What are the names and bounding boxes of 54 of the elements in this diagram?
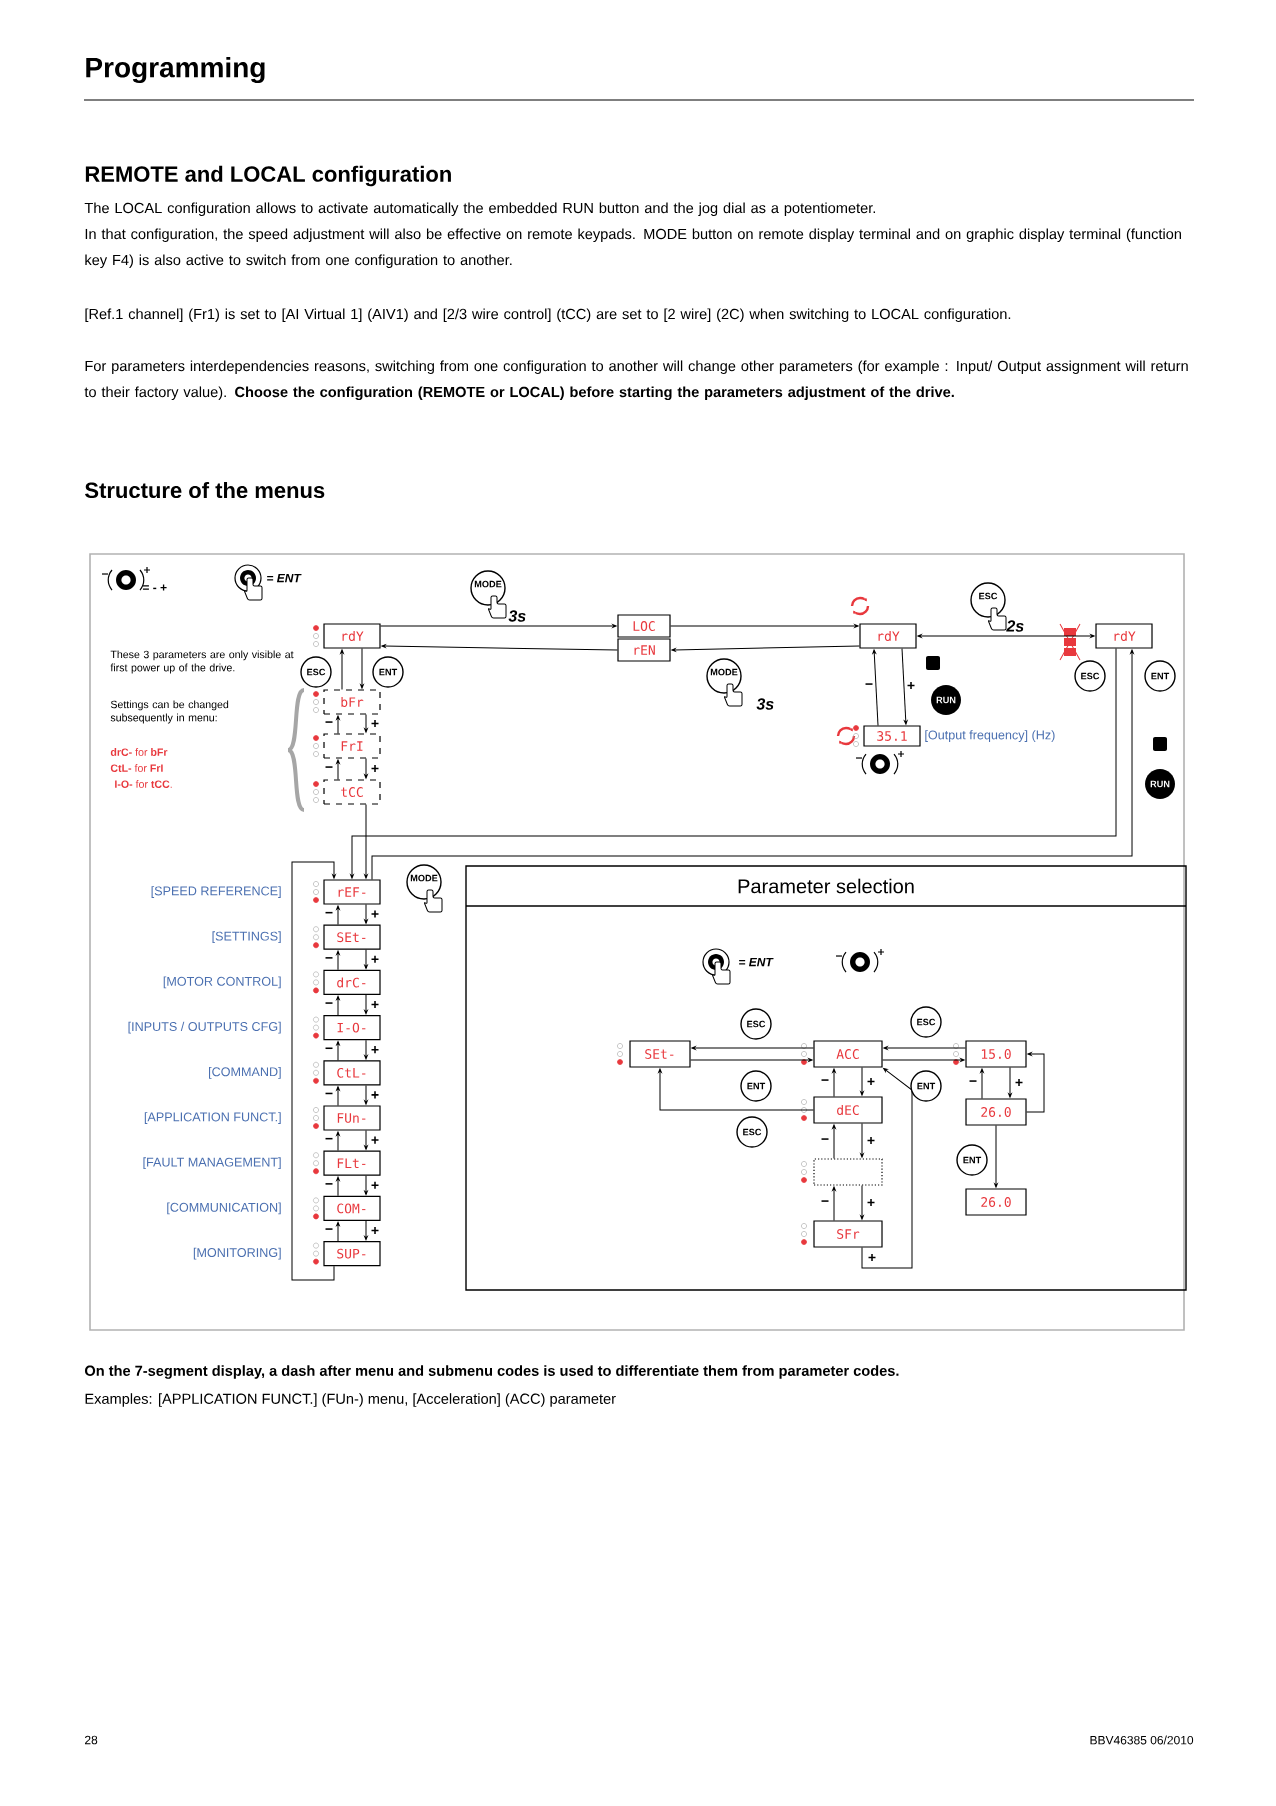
arrow [860, 1067, 864, 1096]
arrow [380, 624, 617, 628]
arrow [832, 1124, 836, 1159]
arrow [364, 1175, 368, 1195]
duration-label: 3s [508, 610, 526, 622]
arrow [364, 758, 368, 779]
arrow [364, 1084, 368, 1105]
arrow [671, 645, 860, 652]
arrow [364, 804, 368, 879]
arrow [882, 1058, 965, 1062]
duration-label: 3s [756, 698, 774, 710]
page-title: Programming [86, 56, 265, 84]
arrow [860, 1123, 864, 1158]
arrow [336, 1041, 340, 1061]
arrow [291, 861, 336, 1281]
arrow [364, 1220, 368, 1241]
arrow [336, 1131, 340, 1152]
arrow [336, 950, 340, 971]
arrow [336, 905, 340, 926]
arrow [861, 1067, 913, 1269]
arrow [670, 624, 859, 628]
arrow [364, 714, 368, 733]
arrow [832, 1186, 836, 1221]
arrow [832, 1068, 836, 1097]
arrow [381, 644, 618, 651]
arrow [917, 634, 1095, 638]
arrow [1026, 1052, 1045, 1113]
arrow [336, 1086, 340, 1106]
arrow [336, 1176, 340, 1197]
arrow [994, 1125, 998, 1188]
arrow [360, 648, 364, 689]
arrow [364, 904, 368, 924]
arrow [872, 649, 879, 726]
arrow [364, 1039, 368, 1060]
arrow [691, 1046, 814, 1050]
arrow [658, 1068, 814, 1111]
arrow [364, 949, 368, 969]
display-box [813, 1158, 883, 1186]
arrow [860, 1185, 864, 1220]
arrow [690, 1058, 813, 1062]
section-heading: REMOTE and LOCAL configuration [85, 165, 451, 187]
arrow [980, 1068, 984, 1099]
arrow [364, 994, 368, 1015]
arrow [336, 759, 340, 780]
arrow [340, 649, 344, 690]
arrow [901, 648, 908, 725]
arrow [336, 715, 340, 734]
arrow [364, 1130, 368, 1150]
arrow [1008, 1067, 1012, 1098]
duration-label: 2s [1006, 620, 1024, 632]
section-heading: Structure of the menus [85, 481, 325, 499]
arrow [336, 1221, 340, 1242]
arrow [336, 995, 340, 1016]
arrow [883, 1046, 966, 1050]
